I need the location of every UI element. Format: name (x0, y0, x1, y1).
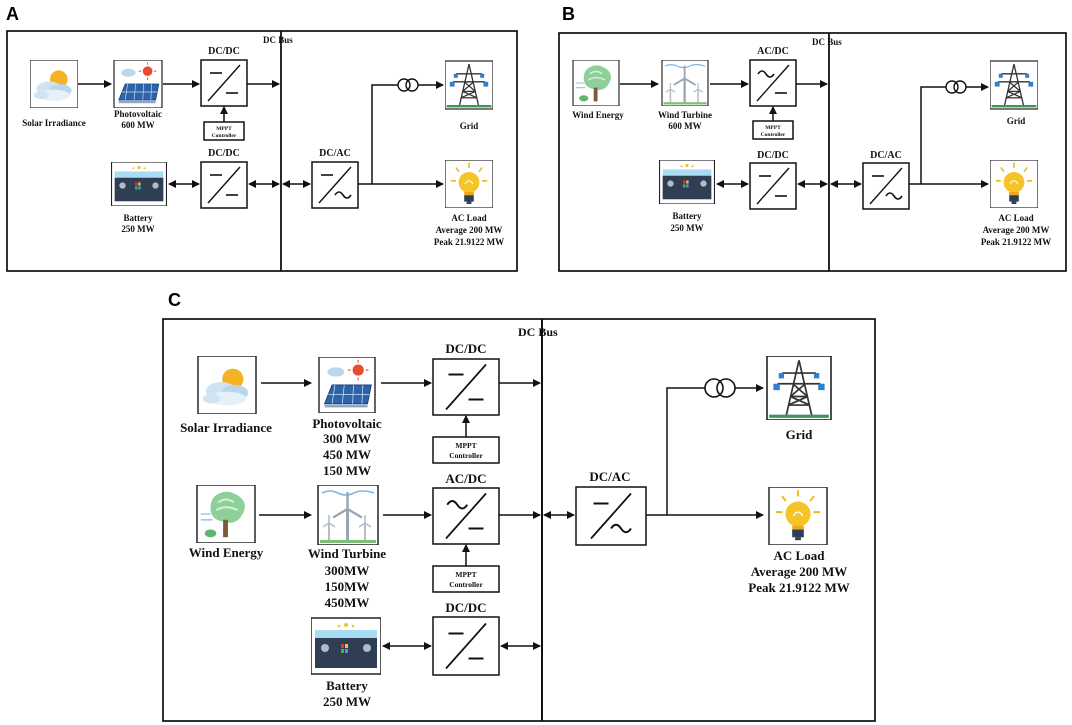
panel-a-dcdc2-label: DC/DC (208, 148, 240, 159)
panel-c-pv-capacity-1: 300 MW (323, 431, 371, 446)
panel-c-wt-label: Wind Turbine (308, 546, 386, 561)
wind-energy-icon (572, 60, 620, 106)
panel-b-letter: B (562, 4, 575, 24)
panel-b-dcac-label: DC/AC (870, 150, 902, 161)
photovoltaic-icon (113, 60, 163, 108)
panel-c-load-label: AC Load (774, 548, 826, 563)
panel-a-load-average: Average 200 MW (436, 225, 503, 235)
panel-c-mppt2-line2: Controller (449, 580, 483, 589)
panel-a-mppt-line2: Controller (212, 133, 237, 139)
panel-b-wire-dcac-transformer (920, 86, 946, 184)
panel-b-wt-label: Wind Turbine (658, 110, 712, 120)
panel-c-mppt1-controller (432, 436, 500, 464)
panel-b-battery-label: Battery (673, 211, 702, 221)
panel-b-wind-label: Wind Energy (572, 110, 624, 120)
panel-c-mppt1-line2: Controller (449, 451, 483, 460)
panel-b-mppt-line1: MPPT (765, 125, 781, 131)
panel-b-acdc-label: AC/DC (757, 46, 789, 57)
panel-c-battery-label: Battery (326, 678, 368, 693)
light-bulb-icon (767, 487, 829, 545)
panel-a-load-peak: Peak 21.9122 MW (434, 237, 504, 247)
panel-c-dcac-label: DC/AC (589, 469, 630, 484)
panel-a-frame (6, 30, 518, 272)
panel-c-pv-capacity-3: 150 MW (323, 463, 371, 478)
panel-a-mppt-line1: MPPT (216, 126, 232, 132)
panel-a-grid-label: Grid (460, 121, 479, 131)
panel-b-mppt-line2: Controller (761, 132, 786, 138)
panel-c-battery-capacity: 250 MW (323, 694, 371, 709)
panel-a-battery-capacity: 250 MW (121, 224, 154, 234)
panel-a: A DC Bus Solar Irradiance Photovoltaic 6… (6, 4, 518, 272)
panel-c-dcdc2-label: DC/DC (445, 600, 486, 615)
panel-a-pv-label: Photovoltaic (114, 109, 162, 119)
panel-a-load-label: AC Load (451, 213, 486, 223)
panel-b: B DC Bus Wind Energy Wind Turbine 600 MW… (558, 4, 1067, 272)
panel-c-mppt2-controller (432, 565, 500, 593)
photovoltaic-icon (318, 357, 376, 413)
panel-b-grid-label: Grid (1007, 116, 1026, 126)
panel-c-mppt1-line1: MPPT (455, 441, 476, 450)
wind-energy-icon (195, 485, 257, 543)
sun-cloud-icon (30, 60, 78, 108)
panel-c-frame (162, 318, 876, 722)
light-bulb-icon (445, 160, 493, 208)
panel-c-wire-dcac-transformer (666, 387, 706, 515)
grid-tower-icon (766, 356, 832, 420)
panel-c-wt-capacity-2: 150MW (325, 579, 370, 594)
panel-c-pv-label: Photovoltaic (312, 416, 382, 431)
panel-c: C DC Bus Solar Irradiance Photovoltaic 3… (162, 290, 876, 722)
panel-c-letter: C (168, 290, 181, 310)
panel-b-battery-capacity: 250 MW (670, 223, 703, 233)
battery-icon (659, 160, 715, 204)
battery-icon (311, 617, 381, 675)
wind-turbine-icon (316, 485, 380, 545)
light-bulb-icon (990, 160, 1038, 208)
grid-tower-icon (445, 60, 493, 110)
panel-c-load-peak: Peak 21.9122 MW (748, 580, 849, 595)
panel-a-battery-label: Battery (124, 213, 153, 223)
wind-turbine-icon (661, 60, 709, 106)
panel-a-dcac-label: DC/AC (319, 148, 351, 159)
panel-c-mppt2-line1: MPPT (455, 570, 476, 579)
panel-b-bus-label: DC Bus (812, 37, 842, 47)
panel-c-pv-capacity-2: 450 MW (323, 447, 371, 462)
panel-a-letter: A (6, 4, 19, 24)
panel-c-acdc-label: AC/DC (445, 471, 486, 486)
panel-c-load-average: Average 200 MW (751, 564, 848, 579)
panel-b-dcdc-label: DC/DC (757, 150, 789, 161)
grid-tower-icon (990, 60, 1038, 110)
panel-a-pv-capacity: 600 MW (121, 120, 154, 130)
panel-c-grid-label: Grid (786, 427, 813, 442)
panel-b-frame (558, 32, 1067, 272)
panel-a-bus-label: DC Bus (263, 35, 293, 45)
panel-c-dcdc1-label: DC/DC (445, 341, 486, 356)
panel-b-load-label: AC Load (998, 213, 1033, 223)
panel-c-wt-capacity-1: 300MW (325, 563, 370, 578)
sun-cloud-icon (197, 356, 257, 414)
panel-c-wind-label: Wind Energy (189, 545, 264, 560)
panel-a-wire-dcac-transformer (371, 84, 398, 184)
panel-a-dcdc1-label: DC/DC (208, 46, 240, 57)
panel-b-load-peak: Peak 21.9122 MW (981, 237, 1051, 247)
battery-icon (111, 162, 167, 206)
panel-c-wt-capacity-3: 450MW (325, 595, 370, 610)
panel-c-solar-label: Solar Irradiance (180, 420, 272, 435)
panel-b-wt-capacity: 600 MW (668, 121, 701, 131)
panel-c-bus-label: DC Bus (518, 325, 558, 339)
panel-a-solar-label: Solar Irradiance (22, 118, 86, 128)
panel-b-load-average: Average 200 MW (983, 225, 1050, 235)
